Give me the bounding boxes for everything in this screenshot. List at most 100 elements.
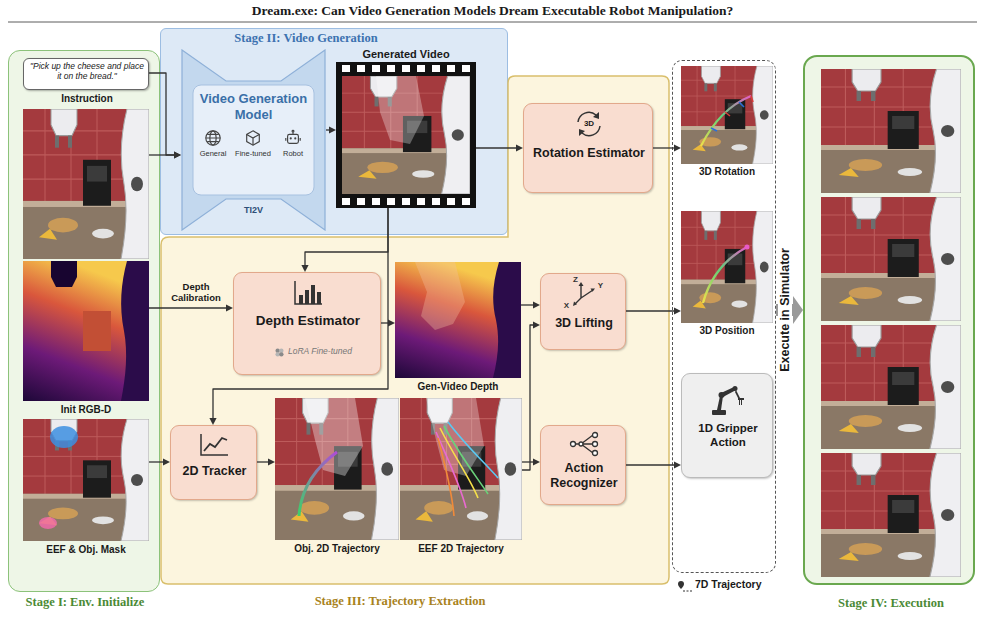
node-label-holder: 1D Gripper Action [686, 422, 770, 450]
illustration [681, 211, 773, 323]
illustration [275, 398, 399, 540]
icon [710, 382, 746, 416]
node-label-holder: Stage II: Video Generation [201, 31, 411, 46]
node-label-holder: Video Generation Model [195, 91, 312, 122]
edge-label: Execute in Simulator [778, 240, 792, 380]
node-label: 3D Rotation [681, 166, 773, 178]
image-panel: EEF 2D Trajectory [400, 398, 522, 540]
node-label: Stage III: Trajectory Extraction [250, 594, 550, 609]
node-text-holder: Rotation Estimator [529, 146, 649, 161]
node-label: 3D [572, 119, 606, 129]
node-label: 1D Gripper Action [686, 422, 770, 450]
node-text: TI2V [226, 205, 281, 216]
node-label-holder: 2D Tracker [174, 464, 255, 479]
image-panel: EEF & Obj. Mask [23, 419, 149, 541]
node-text-holder: Robot [273, 149, 313, 158]
edge-label-holder: Execute in Simulator [715, 303, 855, 317]
node-label: Video Generation Model [195, 91, 312, 122]
icon [204, 129, 222, 147]
illustration [395, 262, 521, 378]
module-box: Action Recognizer [540, 425, 626, 505]
edge-label-holder: Depth Calibration [163, 282, 229, 304]
node-text-holder: X [562, 302, 571, 310]
node-label: "Pick up the cheese and place it on the … [28, 62, 146, 82]
illustration [821, 325, 961, 449]
node-text: Rotation Estimator [529, 146, 649, 161]
node-label-holder: EEF & Obj. Mask [23, 544, 149, 556]
connector-line [626, 464, 677, 465]
icon [569, 431, 599, 457]
node-label-holder: Action Recognizer [544, 461, 624, 491]
module-box: Z Y X 3D Lifting [540, 273, 626, 350]
node-text-holder: General [193, 149, 233, 158]
node-label-holder: Generated Video [336, 48, 476, 61]
node-label-holder: Gen-Video Depth [391, 381, 525, 393]
node-label-holder: 3D [572, 119, 606, 129]
node-text-holder: LoRA Fine-tuned [288, 346, 378, 356]
node-label-holder: Init RGB-D [23, 404, 149, 416]
node-label-holder: Depth Estimator [238, 313, 378, 329]
figure-title-holder: Dream.exe: Can Video Generation Models D… [0, 3, 985, 19]
arrow-head [793, 296, 803, 324]
node-label-holder: "Pick up the cheese and place it on the … [28, 62, 146, 82]
connector-line [476, 147, 519, 148]
image-panel: 3D Position [681, 211, 773, 339]
node-label-holder: Stage III: Trajectory Extraction [250, 594, 550, 609]
node-label: 7D Trajectory [695, 578, 779, 591]
illustration [336, 62, 476, 208]
module-box: 2D Tracker [170, 425, 257, 500]
node-text-holder: 3D Lifting [544, 316, 624, 331]
node-label: Stage IV: Execution [805, 596, 977, 611]
icon [292, 279, 324, 307]
arrow-head [674, 307, 681, 314]
illustration [400, 398, 522, 540]
instruction-box: "Pick up the cheese and place it on the … [23, 58, 149, 90]
icon [569, 280, 599, 308]
module-box: Depth EstimatorLoRA Fine-tuned [233, 272, 381, 375]
node-label-holder: Stage IV: Execution [805, 596, 977, 611]
illustration [23, 419, 149, 541]
node-label-holder: 7D Trajectory [695, 578, 779, 591]
icon [198, 432, 230, 458]
node-label: EEF 2D Trajectory [398, 543, 524, 555]
node-text-holder: TI2V [226, 205, 281, 216]
node-label-holder: 3D Position [681, 325, 773, 337]
title-rule-line [8, 22, 977, 23]
node-label-holder: Z [571, 276, 580, 284]
connector-line [149, 307, 229, 308]
figure-title: Dream.exe: Can Video Generation Models D… [0, 3, 985, 19]
node-text: Y [596, 282, 605, 290]
connector-line [149, 154, 177, 155]
node-label-holder: EEF 2D Trajectory [398, 543, 524, 555]
module-box: 1D Gripper Action [681, 373, 773, 478]
node-label: Z [571, 276, 580, 284]
node-text: 3D Lifting [544, 316, 624, 331]
node-label: Init RGB-D [23, 404, 149, 416]
node-label: Action Recognizer [544, 461, 624, 491]
stage-panel: Stage IV: Execution [803, 55, 975, 585]
icon [284, 129, 302, 147]
node-label: Depth Estimator [238, 313, 378, 329]
edge-label: Depth Calibration [163, 282, 229, 304]
node-label-holder: 3D Rotation [681, 166, 773, 178]
node-label: EEF & Obj. Mask [23, 544, 149, 556]
node-text: LoRA Fine-tuned [288, 346, 378, 356]
node-label: Stage II: Video Generation [201, 31, 411, 46]
connector-line [653, 147, 677, 148]
video-clip: Generated Video [336, 48, 476, 208]
node-label: Gen-Video Depth [391, 381, 525, 393]
node-text: Robot [273, 149, 313, 158]
image-panel: 3D Rotation [681, 66, 773, 178]
node-label: 3D Position [681, 325, 773, 337]
node-label: Generated Video [336, 48, 476, 61]
illustration [821, 197, 961, 321]
image-panel: Obj. 2D Trajectory [275, 398, 399, 540]
image-panel: Init RGB-D [23, 109, 149, 401]
image-panel: Gen-Video Depth [395, 262, 521, 378]
node-text: Fine-tuned [233, 149, 273, 158]
illustration [821, 453, 961, 577]
arrow-head [674, 461, 681, 468]
model-block: Video Generation ModelGeneralFine-tunedR… [181, 49, 326, 231]
node-label: Stage I: Env. Initialize [9, 595, 161, 610]
